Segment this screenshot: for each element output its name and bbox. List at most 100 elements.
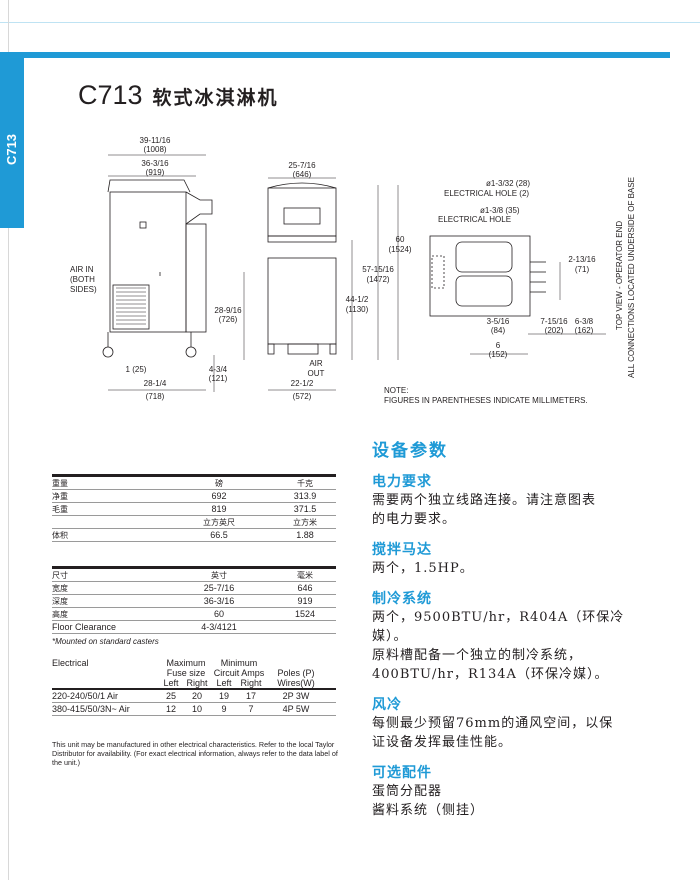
amps-right-220: 17: [245, 691, 256, 701]
fuse-right-header: Right: [186, 678, 208, 688]
section-text: 需要两个独立线路连接。请注意图表: [372, 493, 597, 508]
electrical-header-row1: Electrical Maximum Minimum: [52, 658, 336, 668]
depth-in: 36-3/16: [203, 596, 235, 606]
section-heading: 搅拌马达: [372, 542, 432, 558]
section-text: 酱料系统（侧挂）: [372, 803, 485, 818]
wires-header: Wires(W): [277, 678, 315, 688]
section-heading: 制冷系统: [372, 591, 432, 607]
refrigeration-section: 制冷系统 两个，9500BTU/hr，R404A（环保冷 媒）。 原料槽配备一个…: [372, 588, 662, 684]
side-height-mm: (726): [219, 315, 238, 324]
d1-label: 3-5/16: [487, 317, 510, 326]
d3-label: 6-3/8: [575, 317, 594, 326]
d2-mm: (202): [545, 326, 564, 335]
volume-label: 体积: [52, 530, 68, 540]
electrical-section: 电力要求 需要两个独立线路连接。请注意图表 的电力要求。: [372, 471, 662, 529]
amps-right-380: 7: [248, 704, 254, 714]
hole1-size: ø1-3/32 (28): [486, 179, 530, 188]
voltage-220: 220-240/50/1 Air: [52, 691, 119, 701]
electrical-header: Electrical: [52, 658, 89, 668]
d4-mm: (152): [489, 350, 508, 359]
fuse-right-220: 20: [191, 691, 202, 701]
width-in: 25-7/16: [203, 583, 235, 593]
width-mid-label: 36-3/16: [141, 159, 169, 168]
d3-mm: (162): [575, 326, 594, 335]
weight-header: 重量: [52, 478, 68, 488]
cubic-feet-header: 立方英尺: [203, 517, 235, 527]
cubic-meter-header: 立方米: [293, 517, 317, 527]
low-height-mm: (121): [209, 374, 228, 383]
gross-weight-lb: 819: [211, 504, 227, 514]
section-text: 的电力要求。: [372, 512, 457, 527]
motor-section: 搅拌马达 两个，1.5HP。: [372, 539, 662, 578]
section-text: 证设备发挥最佳性能。: [372, 735, 513, 750]
table-row: 220-240/50/1 Air 25 20 19 17 2P 3W: [52, 690, 336, 703]
voltage-380: 380-415/50/3N~ Air: [52, 704, 130, 714]
maximum-header: Maximum: [166, 658, 206, 668]
inch-header: 英寸: [211, 570, 227, 580]
floor-clearance-label: Floor Clearance: [52, 622, 117, 632]
electrical-header-row2: Fuse size Circuit Amps Poles (P): [52, 668, 336, 678]
depth-label: 25-7/16: [288, 161, 316, 170]
net-weight-lb: 692: [211, 491, 227, 501]
top-view-caption: TOP VIEW - OPERATOR END: [615, 221, 624, 330]
section-text: 两个，9500BTU/hr，R404A（环保冷: [372, 610, 625, 625]
air-out-line2: OUT: [308, 369, 325, 378]
volume-cum: 1.88: [296, 530, 314, 540]
dimension-table: 尺寸 英寸 毫米 宽度 25-7/16 646 深度 36-3/16 919 高…: [52, 566, 336, 648]
section-text: 原料槽配备一个独立的制冷系统，: [372, 648, 583, 663]
width-mm: 646: [297, 583, 313, 593]
height3-label: 44-1/2: [346, 295, 369, 304]
low-height-label: 4-3/4: [209, 365, 228, 374]
table-row: 毛重 819 371.5: [52, 503, 336, 516]
section-heading: 电力要求: [372, 474, 432, 490]
table-row: 宽度 25-7/16 646: [52, 582, 336, 595]
amps-right-header: Right: [240, 678, 262, 688]
depth-row-label: 深度: [52, 596, 68, 606]
casters-footnote: *Mounted on standard casters: [52, 636, 159, 646]
net-weight-label: 净重: [52, 491, 68, 501]
model-side-tab: C713: [0, 52, 24, 228]
height2-label: 57-15/16: [362, 265, 394, 274]
poles-header: Poles (P): [277, 668, 315, 678]
top-right-label: 2-13/16: [568, 255, 596, 264]
note-title: NOTE:: [384, 386, 409, 395]
section-heading: 风冷: [372, 697, 402, 713]
depth-row-mm: 919: [297, 596, 313, 606]
gross-weight-kg: 371.5: [293, 504, 317, 514]
table-row: 高度 60 1524: [52, 608, 336, 621]
dimension-drawing: 39-11/16 (1008) 36-3/16 (919) 25-7/16 (6…: [70, 136, 636, 401]
side-tab-label: C713: [4, 133, 20, 166]
air-in-line1: AIR IN: [70, 265, 94, 274]
fuse-size-header: Fuse size: [166, 668, 206, 678]
accessories-section: 可选配件 蛋筒分配器 酱料系统（侧挂）: [372, 762, 662, 820]
height2-mm: (1472): [366, 275, 389, 284]
electrical-footnote: This unit may be manufactured in other e…: [52, 740, 338, 767]
section-text: 400BTU/hr，R134A（环保冷媒）。: [372, 667, 609, 682]
amps-left-220: 19: [218, 691, 229, 701]
poles-380: 4P 5W: [282, 704, 310, 714]
section-text: 蛋筒分配器: [372, 784, 443, 799]
amps-left-header: Left: [216, 678, 232, 688]
width-top-mm: (1008): [143, 145, 166, 154]
poles-220: 2P 3W: [282, 691, 310, 701]
fuse-left-220: 25: [165, 691, 176, 701]
drawing-note: NOTE: FIGURES IN PARENTHESES INDICATE MI…: [384, 386, 588, 406]
caster-label: 1 (25): [126, 365, 147, 374]
table-row: 体积 66.5 1.88: [52, 529, 336, 542]
height-label: 高度: [52, 609, 68, 619]
electrical-header-row3: Left Right Left Right Wires(W): [52, 678, 336, 690]
height-mm: 1524: [294, 609, 316, 619]
table-row: 380-415/50/3N~ Air 12 10 9 7 4P 5W: [52, 703, 336, 716]
d2-label: 7-15/16: [540, 317, 568, 326]
section-heading: 可选配件: [372, 765, 432, 781]
page-margin-rule: [8, 0, 9, 880]
fuse-left-380: 12: [165, 704, 176, 714]
circuit-amps-header: Circuit Amps: [213, 668, 265, 678]
depth-mm: (646): [293, 170, 312, 179]
total-height-label: 60: [396, 235, 405, 244]
base-width-mm: (718): [146, 392, 165, 401]
pound-header: 磅: [215, 478, 223, 488]
side-view: [102, 179, 213, 358]
hole2-size: ø1-3/8 (35): [480, 206, 520, 215]
width-label: 宽度: [52, 583, 68, 593]
